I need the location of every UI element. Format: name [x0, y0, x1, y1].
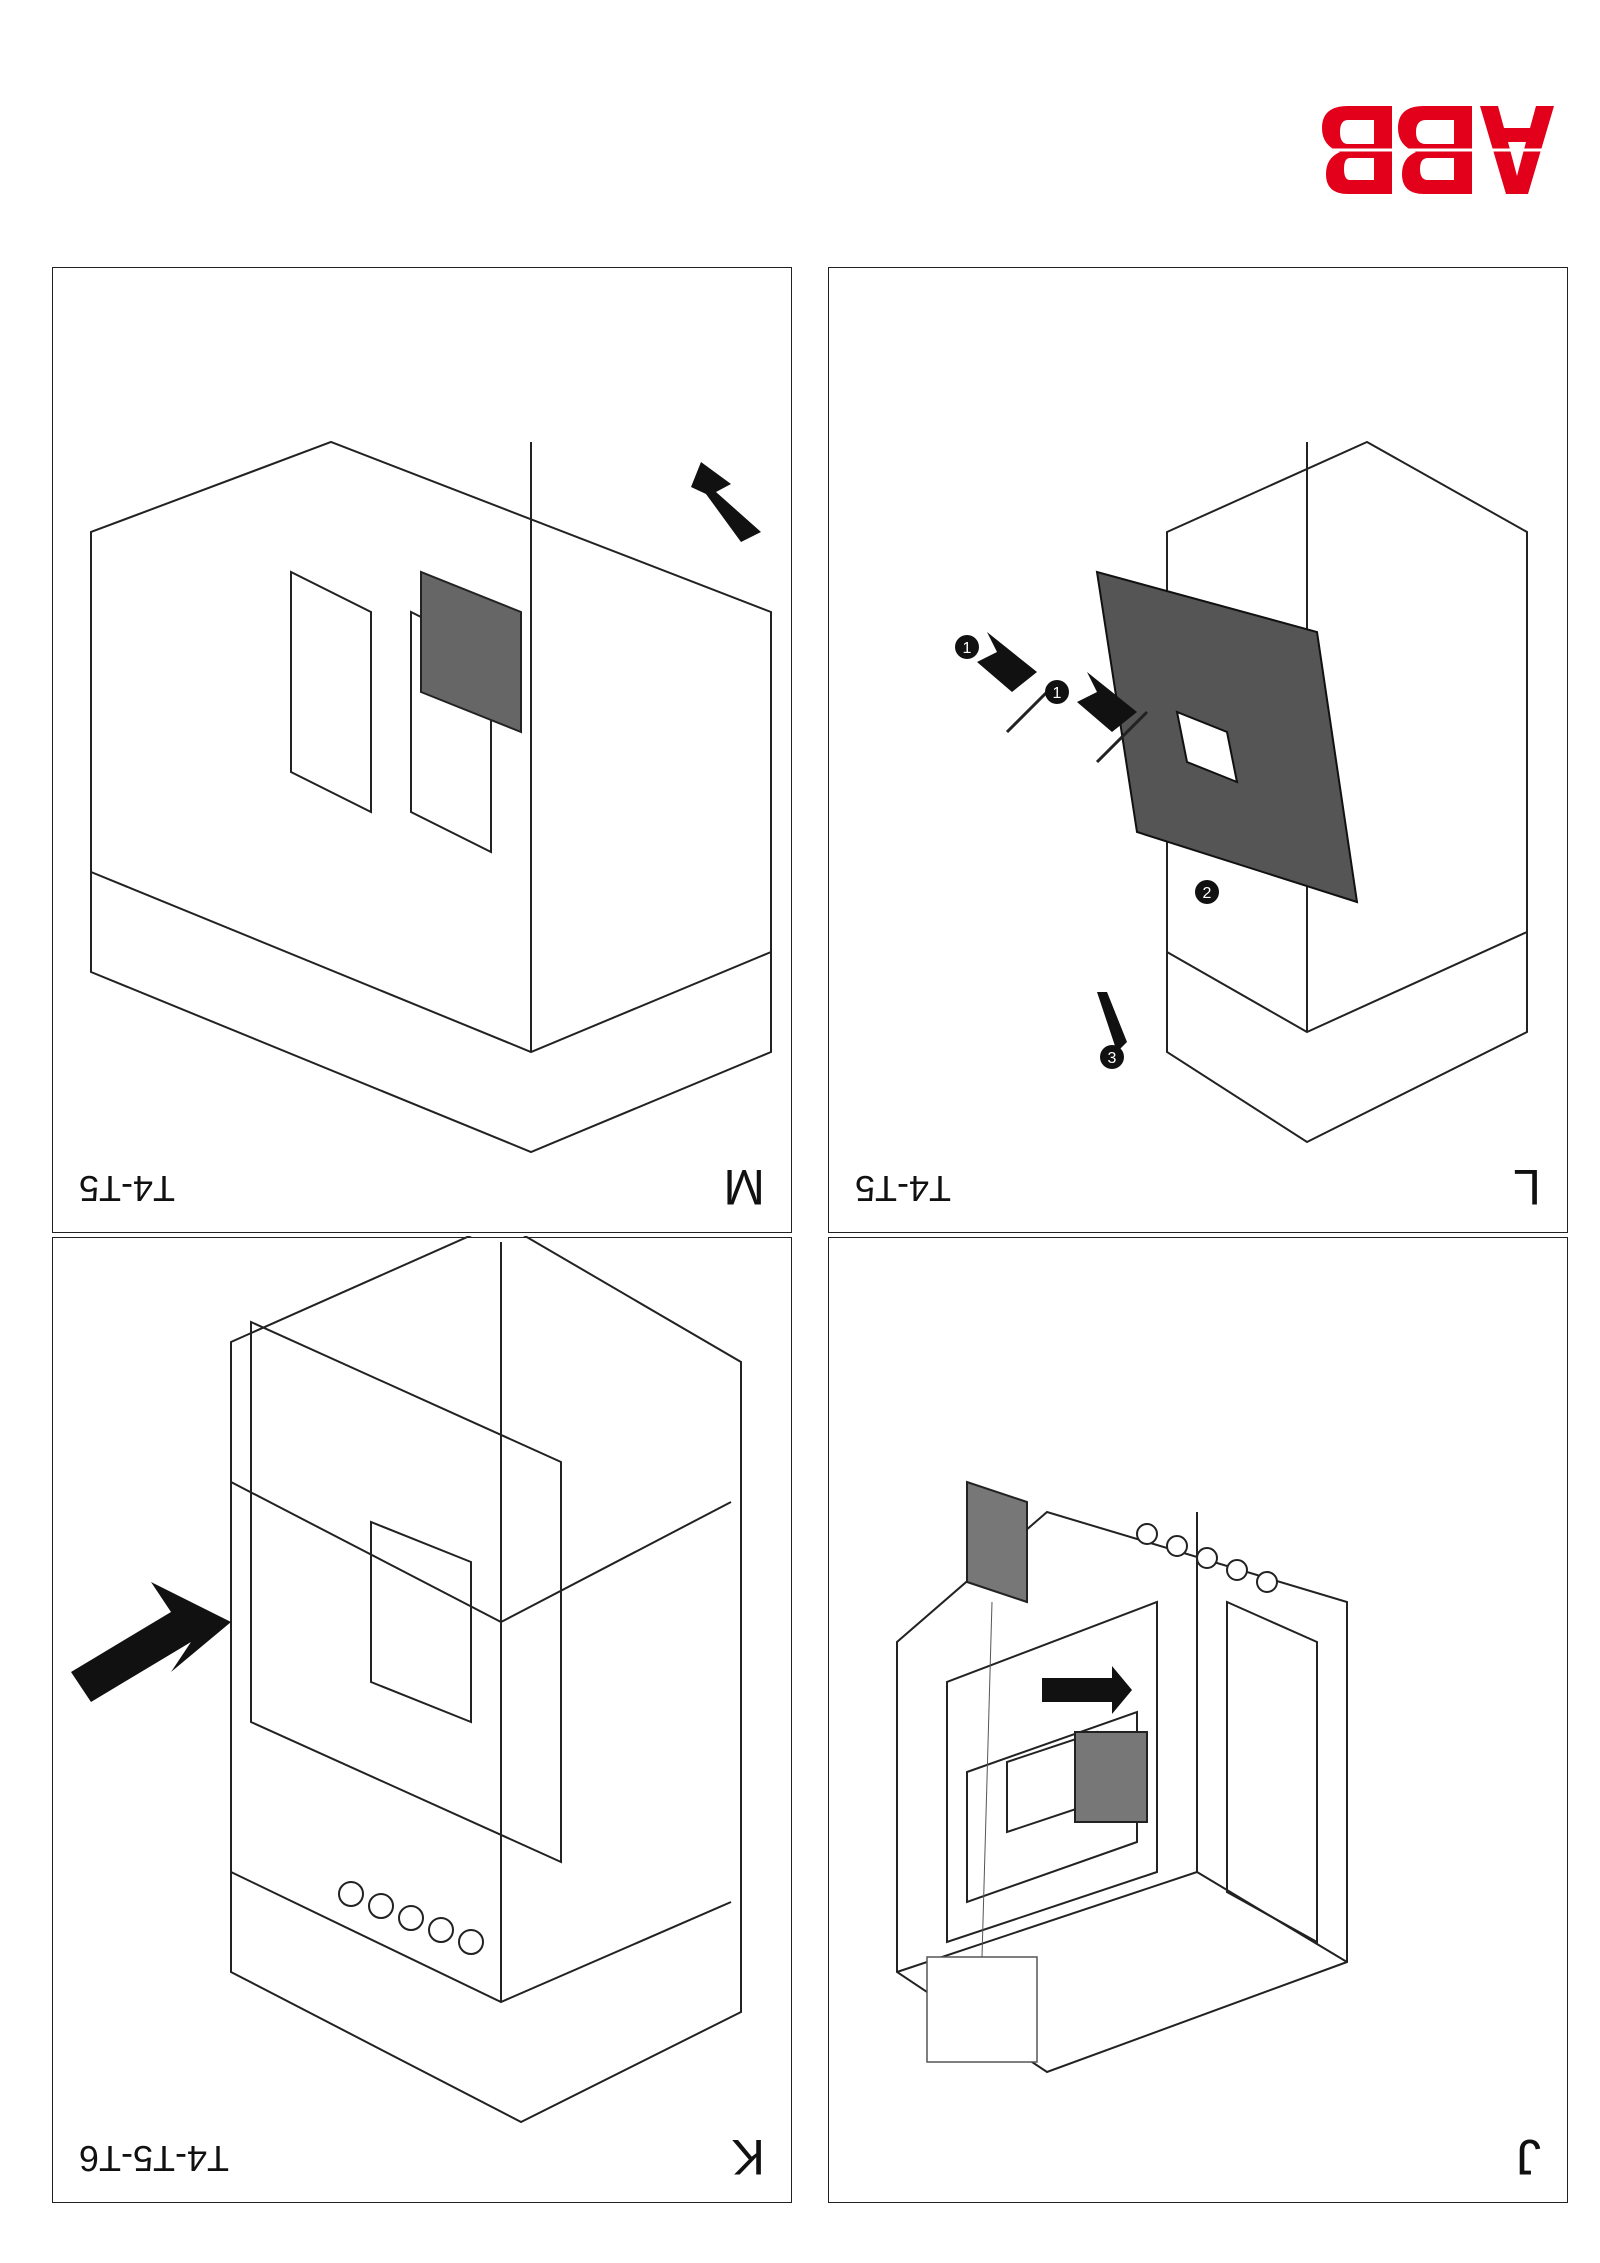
arrow-icon — [1097, 992, 1127, 1052]
panel-model: T4-T5 — [79, 1168, 176, 1209]
arrow-icon — [691, 462, 761, 542]
arrow-icon — [71, 1582, 231, 1702]
phase-separator-removal-drawing — [90, 440, 772, 1154]
breaker-front-cover-drawing — [71, 1236, 742, 2124]
step-label: 1 — [963, 640, 972, 657]
arrow-icon — [1042, 1666, 1132, 1714]
panel-L: 1 1 2 3 L T4-T5 — [828, 267, 1568, 1233]
panel-model: T4-T5 — [855, 1168, 952, 1209]
step-label: 1 — [1053, 685, 1062, 702]
terminal-cover-removal-drawing: 1 1 2 3 — [955, 440, 1528, 1144]
panel-model: T4-T5-T6 — [79, 2138, 230, 2179]
panel-letter: L — [1513, 1159, 1541, 1215]
panel-letter: M — [723, 1159, 765, 1215]
label-icon — [1074, 1731, 1148, 1823]
arrow-icon — [1077, 672, 1137, 732]
panel-K: K T4-T5-T6 — [52, 1236, 792, 2203]
step-label: 3 — [1108, 1050, 1117, 1067]
panel-letter: K — [731, 2129, 765, 2185]
breaker-with-label-drawing — [896, 1480, 1348, 2074]
manual-icon — [926, 1956, 1038, 2063]
panel-letter: J — [1516, 2129, 1541, 2185]
panel-M: M T4-T5 — [52, 267, 792, 1233]
step-label: 2 — [1203, 885, 1212, 902]
panel-J: J — [828, 1237, 1568, 2203]
arrow-icon — [977, 632, 1037, 692]
abb-logo — [1322, 103, 1554, 198]
